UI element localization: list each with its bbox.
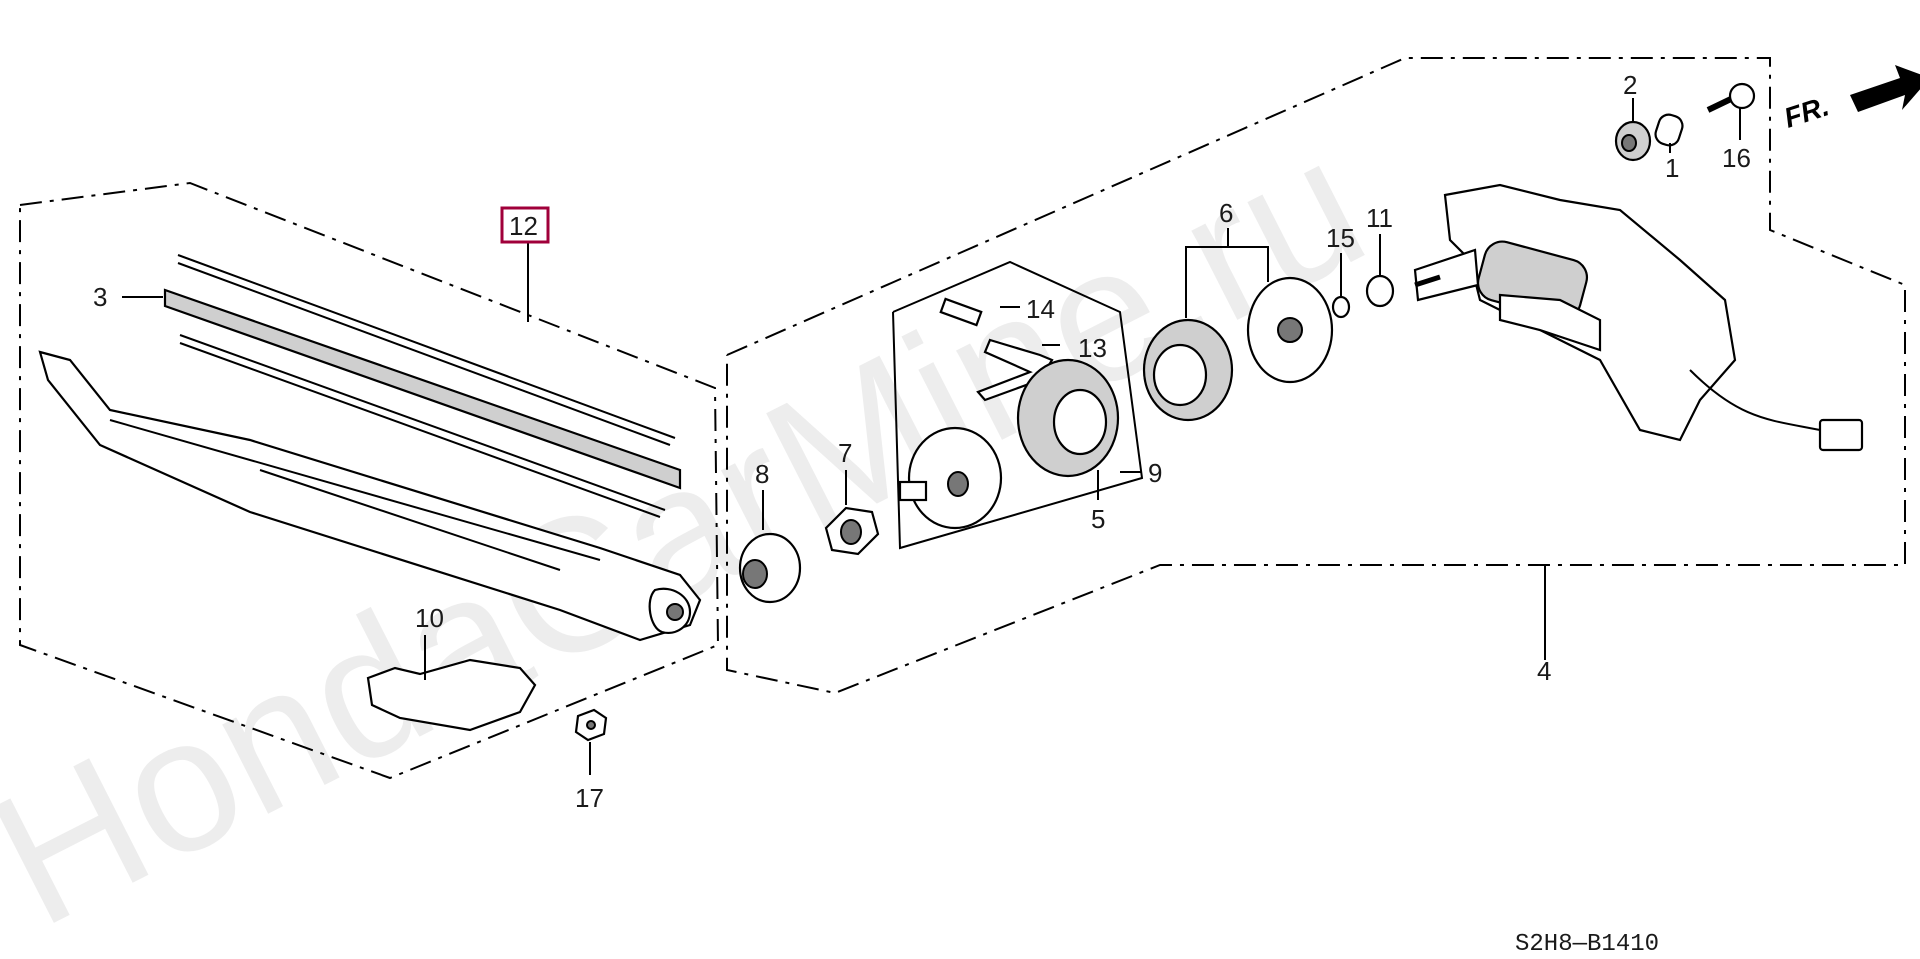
callout-11: 11 <box>1366 203 1393 233</box>
arm-cover <box>366 658 537 732</box>
seal-subgroup-outline <box>892 260 1144 550</box>
callout-14: 14 <box>1026 294 1055 324</box>
o-ring <box>1365 274 1395 308</box>
callout-4: 4 <box>1537 656 1551 686</box>
motor-connector <box>1689 369 1864 452</box>
wiper-arm <box>38 350 702 642</box>
callout-1: 1 <box>1665 153 1679 183</box>
washer-pin <box>939 297 983 327</box>
callout-2: 2 <box>1623 70 1637 100</box>
arm-nut <box>574 708 608 742</box>
pivot-cap <box>898 426 1003 530</box>
hose <box>976 338 1054 402</box>
callout-9: 9 <box>1148 458 1162 488</box>
motor-seal <box>1142 318 1234 422</box>
callout-3: 3 <box>93 282 107 312</box>
callout-6: 6 <box>1219 198 1233 228</box>
grommet <box>1016 358 1120 478</box>
callout-12: 12 <box>509 211 538 241</box>
wiper-blade-rubber <box>163 254 682 518</box>
watermark: HondaCarMine.ru <box>0 97 1395 959</box>
callout-16: 16 <box>1722 143 1751 173</box>
callout-17: 17 <box>575 783 604 813</box>
callout-12-box: 12 <box>500 206 550 244</box>
blade-group-outline <box>19 181 720 780</box>
callouts: 1 2 3 4 5 6 7 8 9 10 11 12 13 14 15 16 1… <box>93 70 1751 813</box>
callout-13: 13 <box>1078 333 1107 363</box>
bolt <box>1706 82 1756 113</box>
callout-10: 10 <box>415 603 444 633</box>
callout-15: 15 <box>1326 223 1355 253</box>
shaft-nut <box>824 506 880 556</box>
front-direction-arrow: FR. <box>1780 65 1920 134</box>
washer-small <box>1331 295 1351 319</box>
cap <box>738 532 802 604</box>
callout-7: 7 <box>838 438 852 468</box>
diagram-code: S2H8—B1410 <box>1515 931 1659 958</box>
seal-plate <box>1246 276 1334 384</box>
collar <box>1654 113 1684 147</box>
callout-5: 5 <box>1091 504 1105 534</box>
direction-label: FR. <box>1780 90 1832 133</box>
bushing <box>1614 120 1652 162</box>
callout-8: 8 <box>755 459 769 489</box>
wiper-motor <box>1413 183 1737 442</box>
leader-lines <box>122 98 1741 775</box>
motor-group-outline <box>726 57 1906 695</box>
